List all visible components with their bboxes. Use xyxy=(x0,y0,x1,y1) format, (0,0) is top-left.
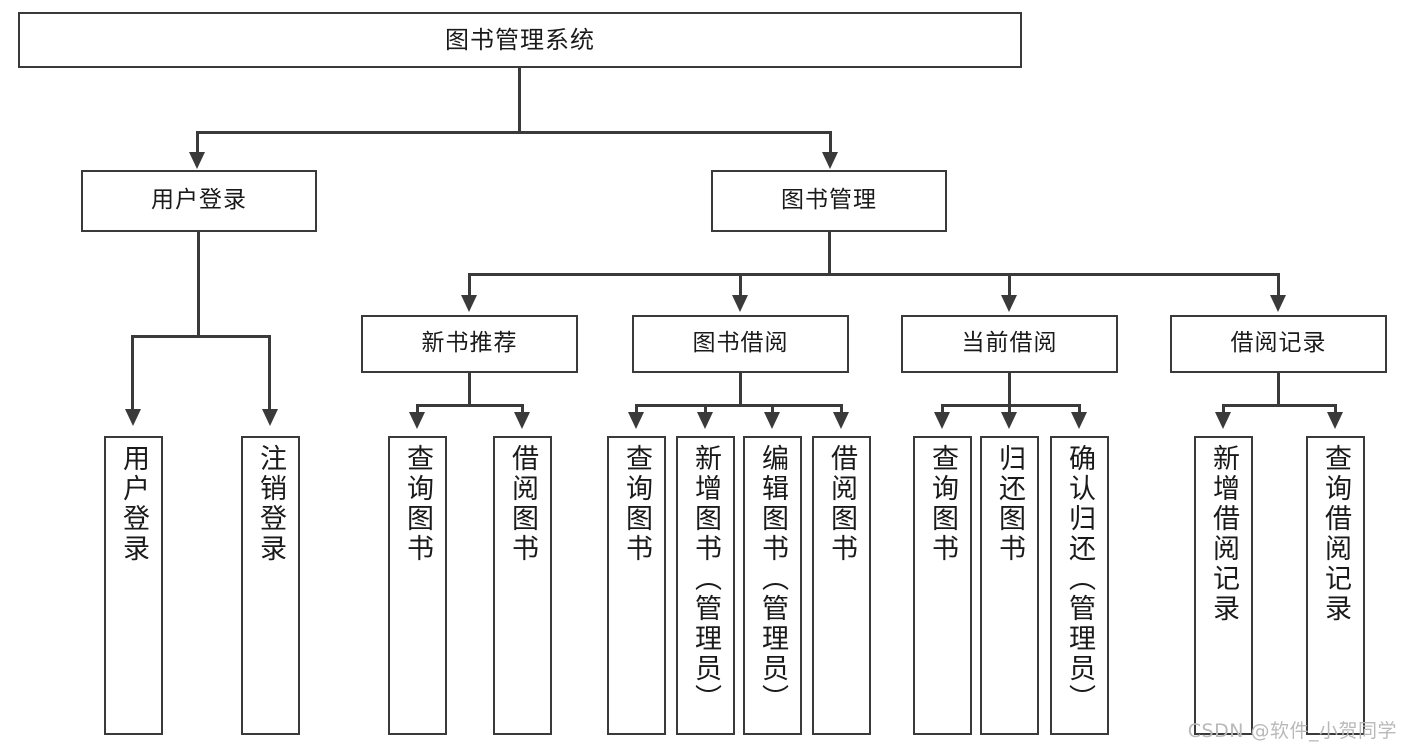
node-label: 用户登录 xyxy=(151,187,247,214)
edge-root-to-user-login xyxy=(196,131,199,154)
node-label: 查询借阅记录 xyxy=(1320,444,1351,624)
node-label: 借阅记录 xyxy=(1230,330,1327,357)
edge-book-mgmt-bus xyxy=(468,273,1279,276)
edge-current-drop-3 xyxy=(1078,404,1081,414)
edge-borrow-drop-2 xyxy=(704,404,707,414)
node-label: 查询图书 xyxy=(402,444,433,564)
edge-recommend-drop-2 xyxy=(521,404,524,414)
node-label: 编辑图书（管理员） xyxy=(757,444,788,714)
edge-borrow-drop-3 xyxy=(771,404,774,414)
edge-record-drop-1 xyxy=(1222,404,1225,414)
leaf-borrow-book[interactable]: 借阅图书 xyxy=(812,436,871,735)
node-user-login[interactable]: 用户登录 xyxy=(81,170,317,232)
arrowhead-leaf-user-login xyxy=(125,409,141,426)
edge-record-drop-2 xyxy=(1334,404,1337,414)
edge-borrow-bus xyxy=(635,404,843,407)
node-label: 借阅图书 xyxy=(507,444,538,564)
edge-user-login-drop-1 xyxy=(131,335,134,410)
leaf-add-book-admin[interactable]: 新增图书（管理员） xyxy=(676,436,735,735)
leaf-edit-book-admin[interactable]: 编辑图书（管理员） xyxy=(743,436,802,735)
node-label: 图书管理 xyxy=(781,187,877,214)
edge-book-mgmt-drop-1 xyxy=(468,273,471,297)
arrowhead-current-borrow xyxy=(1001,295,1017,312)
arrowhead-book-borrow xyxy=(732,295,748,312)
node-label: 借阅图书 xyxy=(826,444,857,564)
leaf-user-login[interactable]: 用户登录 xyxy=(104,436,163,735)
leaf-logout[interactable]: 注销登录 xyxy=(241,436,300,735)
leaf-add-borrow-record[interactable]: 新增借阅记录 xyxy=(1194,436,1253,735)
arrowhead-new-book-recommend xyxy=(461,295,477,312)
node-label: 新书推荐 xyxy=(421,330,518,357)
edge-book-mgmt-drop-4 xyxy=(1277,273,1280,297)
leaf-query-book-recommend[interactable]: 查询图书 xyxy=(388,436,447,735)
edge-current-stem xyxy=(1008,373,1011,407)
edge-borrow-drop-1 xyxy=(635,404,638,414)
leaf-return-book[interactable]: 归还图书 xyxy=(980,436,1039,735)
edge-root-to-book-mgmt xyxy=(829,131,832,154)
edge-current-drop-2 xyxy=(1008,404,1011,414)
node-book-borrow[interactable]: 图书借阅 xyxy=(632,315,849,373)
edge-user-login-bus xyxy=(131,335,270,338)
edge-record-stem xyxy=(1277,373,1280,407)
edge-user-login-drop-2 xyxy=(268,335,271,410)
node-new-book-recommend[interactable]: 新书推荐 xyxy=(361,315,578,373)
edge-borrow-drop-4 xyxy=(840,404,843,414)
leaf-confirm-return-admin[interactable]: 确认归还（管理员） xyxy=(1050,436,1109,735)
arrowhead-leaf-query-record xyxy=(1327,412,1343,429)
node-label: 查询图书 xyxy=(927,444,958,564)
edge-current-bus xyxy=(941,404,1081,407)
arrowhead-user-login xyxy=(189,152,205,169)
leaf-query-borrow-record[interactable]: 查询借阅记录 xyxy=(1306,436,1365,735)
arrowhead-leaf-add-book xyxy=(697,412,713,429)
arrowhead-leaf-edit-book xyxy=(764,412,780,429)
edge-root-stem xyxy=(518,68,521,133)
leaf-query-book-borrow[interactable]: 查询图书 xyxy=(607,436,666,735)
node-label: 注销登录 xyxy=(255,444,286,564)
node-root-system[interactable]: 图书管理系统 xyxy=(18,12,1022,68)
arrowhead-leaf-borrow-book-2 xyxy=(833,412,849,429)
node-label: 图书借阅 xyxy=(692,330,789,357)
edge-borrow-stem xyxy=(739,373,742,407)
arrowhead-leaf-return-book xyxy=(1001,412,1017,429)
node-label: 查询图书 xyxy=(621,444,652,564)
arrowhead-leaf-query-book-1 xyxy=(409,412,425,429)
edge-current-drop-1 xyxy=(941,404,944,414)
edge-recommend-stem xyxy=(468,373,471,407)
edge-record-bus xyxy=(1222,404,1337,407)
arrowhead-leaf-confirm-return xyxy=(1071,412,1087,429)
arrowhead-leaf-add-record xyxy=(1215,412,1231,429)
node-label: 确认归还（管理员） xyxy=(1064,444,1095,714)
edge-book-mgmt-stem xyxy=(828,232,831,276)
arrowhead-book-mgmt xyxy=(822,152,838,169)
arrowhead-leaf-query-book-3 xyxy=(934,412,950,429)
edge-root-bus xyxy=(196,131,832,134)
arrowhead-leaf-borrow-book-1 xyxy=(514,412,530,429)
edge-recommend-drop-1 xyxy=(416,404,419,414)
node-label: 新增图书（管理员） xyxy=(690,444,721,714)
arrowhead-leaf-logout xyxy=(262,409,278,426)
arrowhead-borrow-record xyxy=(1270,295,1286,312)
leaf-borrow-book-recommend[interactable]: 借阅图书 xyxy=(493,436,552,735)
edge-book-mgmt-drop-2 xyxy=(739,273,742,297)
node-label: 新增借阅记录 xyxy=(1208,444,1239,624)
node-current-borrow[interactable]: 当前借阅 xyxy=(901,315,1118,373)
arrowhead-leaf-query-book-2 xyxy=(628,412,644,429)
node-borrow-record[interactable]: 借阅记录 xyxy=(1170,315,1387,373)
edge-book-mgmt-drop-3 xyxy=(1008,273,1011,297)
node-label: 图书管理系统 xyxy=(445,25,595,54)
leaf-query-book-current[interactable]: 查询图书 xyxy=(913,436,972,735)
node-label: 用户登录 xyxy=(118,444,149,564)
edge-user-login-stem xyxy=(197,232,200,338)
node-label: 当前借阅 xyxy=(961,330,1058,357)
edge-recommend-bus xyxy=(416,404,524,407)
node-label: 归还图书 xyxy=(994,444,1025,564)
node-book-management[interactable]: 图书管理 xyxy=(711,170,947,232)
